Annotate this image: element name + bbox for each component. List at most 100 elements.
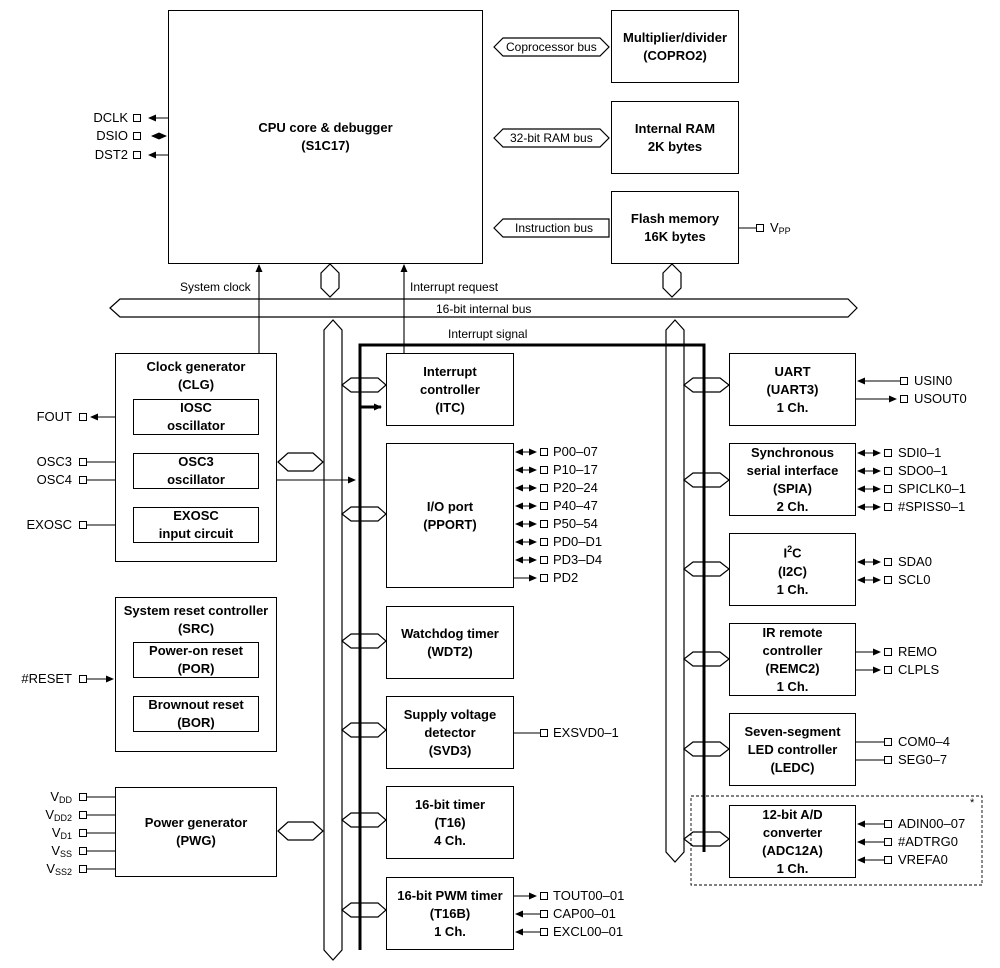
usin-pin-label: USIN0	[914, 373, 953, 388]
spiclk-pin-label: SPICLK0–1	[898, 481, 966, 496]
vdd-pin-label: VDD	[50, 789, 72, 805]
interrupt-signal-lines	[358, 343, 706, 950]
pport-pin-label: PD2	[553, 570, 579, 585]
vdd-pin	[79, 793, 87, 801]
pport-pin-label: P40–47	[553, 498, 598, 513]
com-pin-label: COM0–4	[898, 734, 951, 749]
sdi-pin	[884, 449, 892, 457]
clg-code: (CLG)	[177, 377, 215, 392]
internal-bus	[109, 298, 858, 318]
pport-pin-label: PD3–D4	[553, 552, 603, 567]
sdo-pin	[884, 467, 892, 475]
osc3-pin	[79, 458, 87, 466]
copro-block: Multiplier/divider (COPRO2)	[611, 10, 739, 83]
wires	[87, 114, 900, 936]
cpu-bus-connector	[320, 263, 340, 298]
sda-pin-label: SDA0	[898, 554, 932, 569]
pport-pin-label: P00–07	[553, 444, 598, 459]
src-title: System reset controller	[123, 603, 269, 618]
exsvd-pin	[540, 729, 548, 737]
ram-bus-shape	[493, 128, 610, 148]
tout-pin-label: TOUT00–01	[553, 888, 625, 903]
pport-pin	[540, 502, 548, 510]
pport-pin	[540, 520, 548, 528]
osc3-bus-connector	[277, 452, 324, 472]
spiclk-pin	[884, 485, 892, 493]
flash-title: Flash memory	[630, 210, 720, 226]
src-code: (SRC)	[177, 621, 215, 636]
uart-block: UART(UART3)1 Ch.	[729, 353, 856, 426]
cpu-block: CPU core & debugger (S1C17)	[168, 10, 483, 264]
clg-title: Clock generator	[146, 359, 246, 374]
pport-pin	[540, 484, 548, 492]
reset-pin	[79, 675, 87, 683]
dst2-pin-label: DST2	[94, 147, 128, 162]
adc-note-marker: *	[970, 797, 975, 809]
usout-pin	[900, 395, 908, 403]
vd1-pin-label: VD1	[51, 825, 72, 841]
cpu-code: (S1C17)	[301, 138, 350, 153]
dclk-pin	[133, 114, 141, 122]
cpu-title: CPU core & debugger	[258, 120, 393, 135]
scl-pin-label: SCL0	[898, 572, 931, 587]
pwg-bus-connector	[277, 821, 324, 841]
instruction-bus-label: Instruction bus	[515, 221, 594, 235]
interrupt-request-label: Interrupt request	[410, 280, 499, 294]
instruction-bus-shape	[493, 218, 610, 238]
tout-pin	[540, 892, 548, 900]
vdd2-pin	[79, 811, 87, 819]
com-pin	[884, 738, 892, 746]
dsio-pin-label: DSIO	[96, 128, 128, 143]
adtrg-pin-label: #ADTRG0	[898, 834, 958, 849]
dclk-pin-label: DCLK	[93, 110, 128, 125]
interrupt-signal-label: Interrupt signal	[448, 327, 528, 341]
copro-title: Multiplier/divider	[622, 29, 727, 45]
internal-bus-label: 16-bit internal bus	[436, 302, 532, 316]
vss-pin	[79, 847, 87, 855]
vss-pin-label: VSS	[51, 843, 72, 859]
peripheral-connectors	[341, 377, 730, 918]
fout-pin	[79, 413, 87, 421]
wdt-block: Watchdog timer(WDT2)	[386, 606, 514, 679]
ram-block: Internal RAM 2K bytes	[611, 101, 739, 174]
coprocessor-bus-shape	[493, 37, 610, 57]
cap-pin-label: CAP00–01	[553, 906, 616, 921]
adin-pin-label: ADIN00–07	[898, 816, 966, 831]
spiss-pin-label: #SPISS0–1	[898, 499, 966, 514]
left-vertical-bus	[323, 319, 343, 961]
adtrg-pin	[884, 838, 892, 846]
vss2-pin	[79, 865, 87, 873]
exsvd-pin-label: EXSVD0–1	[553, 725, 619, 740]
ram-title: Internal RAM	[634, 120, 716, 136]
bor-block: Brownout reset(BOR)	[133, 696, 259, 732]
remo-pin	[884, 648, 892, 656]
t16-block: 16-bit timer(T16)4 Ch.	[386, 786, 514, 859]
copro-code: (COPRO2)	[643, 47, 707, 63]
vd1-pin	[79, 829, 87, 837]
vpp-pin	[756, 224, 764, 232]
flash-block: Flash memory 16K bytes	[611, 191, 739, 264]
seg-pin-label: SEG0–7	[898, 752, 948, 767]
remo-pin-label: REMO	[898, 644, 937, 659]
seg-pin	[884, 756, 892, 764]
t16b-block: 16-bit PWM timer(T16B)1 Ch.	[386, 877, 514, 950]
flash-bus-connector	[662, 263, 682, 298]
coprocessor-bus-label: Coprocessor bus	[506, 40, 597, 54]
optional-function-frame	[690, 795, 983, 886]
osc3-pin-label: OSC3	[36, 454, 72, 469]
osc4-pin-label: OSC4	[36, 472, 72, 487]
pport-pin	[540, 556, 548, 564]
dst2-pin	[133, 151, 141, 159]
spiss-pin	[884, 503, 892, 511]
osc4-pin	[79, 476, 87, 484]
fout-pin-label: FOUT	[36, 409, 72, 424]
sda-pin	[884, 558, 892, 566]
